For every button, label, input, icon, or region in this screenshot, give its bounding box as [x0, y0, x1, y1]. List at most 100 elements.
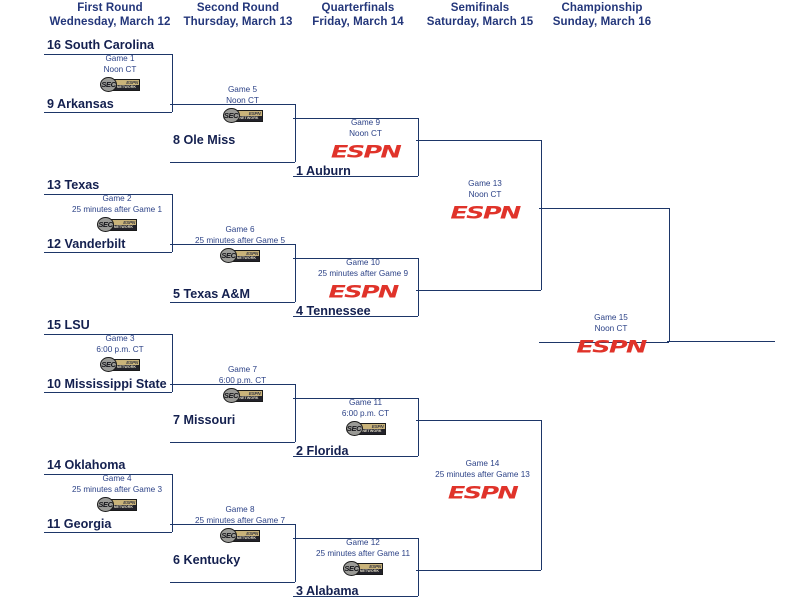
team-8-ole-miss: 8 Ole Miss — [173, 133, 236, 147]
game-title: Game 6 — [225, 225, 255, 234]
team-15-lsu: 15 LSU — [47, 318, 90, 332]
team-3-alabama: 3 Alabama — [296, 584, 359, 598]
game-title: Game 11 — [348, 398, 383, 407]
sec-network-icon: SEC ESPN NETWORK — [97, 497, 137, 512]
game-title: Game 15 — [594, 313, 628, 322]
game-title: Game 13 — [468, 179, 502, 188]
round-date: Friday, March 14 — [312, 15, 404, 28]
sec-network-icon: SEC ESPN NETWORK — [222, 108, 263, 123]
game-info-g14: Game 14 25 minutes after Game 13 ESPN — [425, 459, 540, 504]
sec-network-box: ESPN NETWORK — [358, 422, 386, 435]
bracket-line-champion-stem — [667, 341, 775, 342]
bracket-line-g12-right — [418, 538, 419, 596]
bracket-line-g5-bottom — [170, 162, 295, 163]
game-title: Game 7 — [227, 365, 258, 374]
sec-box-espn-text: ESPN — [123, 499, 135, 505]
game-info-g3: Game 3 6:00 p.m. CT SEC ESPN NETWORK — [68, 334, 172, 372]
game-title: Game 9 — [350, 118, 381, 127]
bracket-line-g7-right — [295, 384, 296, 442]
team-1-auburn: 1 Auburn — [296, 164, 351, 178]
game-time: 25 minutes after Game 13 — [435, 469, 530, 479]
sec-box-network-text: NETWORK — [359, 429, 385, 434]
game-time: Noon CT — [468, 189, 502, 199]
bracket-line-g5-top — [170, 104, 295, 105]
bracket-line-g11-right — [418, 398, 419, 456]
bracket-line-g9-bottom — [293, 176, 418, 177]
game-time: 25 minutes after Game 3 — [71, 484, 163, 494]
bracket-line-g15-right — [669, 208, 670, 342]
team-10-mississippi-state: 10 Mississippi State — [47, 377, 167, 391]
sec-badge-text: SEC — [97, 497, 114, 512]
bracket-line-g2-right — [172, 194, 173, 252]
bracket-line-g6-bottom — [170, 302, 295, 303]
game-time: 25 minutes after Game 1 — [71, 204, 163, 214]
team-9-arkansas: 9 Arkansas — [47, 97, 114, 111]
round-name: First Round — [77, 2, 143, 14]
sec-network-box: ESPN NETWORK — [113, 78, 140, 91]
bracket-line-g9-right — [418, 118, 419, 176]
sec-network-box: ESPN NETWORK — [113, 358, 140, 371]
game-time: 25 minutes after Game 7 — [194, 515, 286, 525]
bracket-line-g12-bottom — [293, 596, 418, 597]
sec-box-espn-text: ESPN — [246, 530, 258, 536]
round-header-first-round: First Round Wednesday, March 12 — [40, 2, 180, 29]
sec-network-box: ESPN NETWORK — [110, 498, 137, 511]
team-7-missouri: 7 Missouri — [173, 413, 236, 427]
game-info-g13: Game 13 Noon CT ESPN — [430, 179, 540, 224]
sec-network-box: ESPN NETWORK — [233, 249, 260, 262]
team-6-kentucky: 6 Kentucky — [173, 553, 241, 567]
bracket-line-g10-top — [293, 258, 418, 259]
bracket-line-g7-top — [170, 384, 295, 385]
sec-box-espn-text: ESPN — [126, 79, 138, 85]
game-info-g2: Game 2 25 minutes after Game 1 SEC ESPN … — [62, 194, 172, 232]
bracket-line-g4-right — [172, 474, 173, 532]
game-title: Game 3 — [105, 334, 135, 343]
sec-box-network-text: NETWORK — [236, 116, 262, 121]
sec-network-icon: SEC ESPN NETWORK — [97, 217, 137, 232]
sec-network-icon: SEC ESPN NETWORK — [100, 77, 140, 92]
sec-network-box: ESPN NETWORK — [110, 218, 137, 231]
round-header-quarterfinals: Quarterfinals Friday, March 14 — [288, 2, 428, 29]
bracket-line-g14-top — [416, 420, 541, 421]
game-info-g4: Game 4 25 minutes after Game 3 SEC ESPN … — [62, 474, 172, 512]
bracket-line-g3-top — [44, 334, 172, 335]
sec-box-espn-text: ESPN — [123, 219, 135, 225]
sec-box-espn-text: ESPN — [369, 563, 381, 569]
game-title: Game 10 — [346, 258, 380, 267]
sec-badge-text: SEC — [222, 388, 240, 403]
sec-badge-text: SEC — [345, 421, 363, 436]
sec-badge-text: SEC — [97, 217, 114, 232]
bracket-line-g2-bottom — [44, 252, 172, 253]
bracket-line-g3-right — [172, 334, 173, 392]
team-13-texas: 13 Texas — [47, 178, 100, 192]
espn-icon: ESPN — [447, 483, 519, 503]
game-title: Game 14 — [465, 459, 500, 468]
sec-network-icon: SEC ESPN NETWORK — [100, 357, 140, 372]
sec-network-box: ESPN NETWORK — [233, 529, 260, 542]
game-info-g5: Game 5 Noon CT SEC ESPN NETWORK — [190, 85, 295, 123]
sec-box-network-text: NETWORK — [357, 569, 382, 574]
sec-badge-text: SEC — [343, 561, 360, 576]
sec-network-box: ESPN NETWORK — [356, 562, 383, 575]
bracket-line-g2-top — [44, 194, 172, 195]
game-time: Noon CT — [349, 128, 382, 138]
bracket-line-g13-top — [416, 140, 541, 141]
round-date: Sunday, March 16 — [552, 15, 652, 28]
bracket-line-g13-bottom — [416, 290, 541, 291]
bracket-line-g11-top — [293, 398, 418, 399]
sec-box-espn-text: ESPN — [248, 110, 261, 116]
round-date: Thursday, March 13 — [183, 15, 293, 28]
sec-badge-text: SEC — [220, 248, 237, 263]
bracket-line-g1-bottom — [44, 112, 172, 113]
bracket-line-g12-top — [293, 538, 418, 539]
game-info-g15: Game 15 Noon CT ESPN — [556, 313, 666, 358]
espn-icon: ESPN — [576, 337, 647, 357]
sec-network-icon: SEC ESPN NETWORK — [222, 388, 263, 403]
bracket-line-g15-bottom — [539, 342, 669, 343]
game-info-g6: Game 6 25 minutes after Game 5 SEC ESPN … — [185, 225, 295, 263]
team-5-texas-am: 5 Texas A&M — [173, 287, 250, 301]
round-header-second-round: Second Round Thursday, March 13 — [168, 2, 308, 29]
espn-icon: ESPN — [330, 142, 402, 162]
sec-box-espn-text: ESPN — [371, 423, 384, 429]
round-date: Wednesday, March 12 — [49, 15, 171, 28]
